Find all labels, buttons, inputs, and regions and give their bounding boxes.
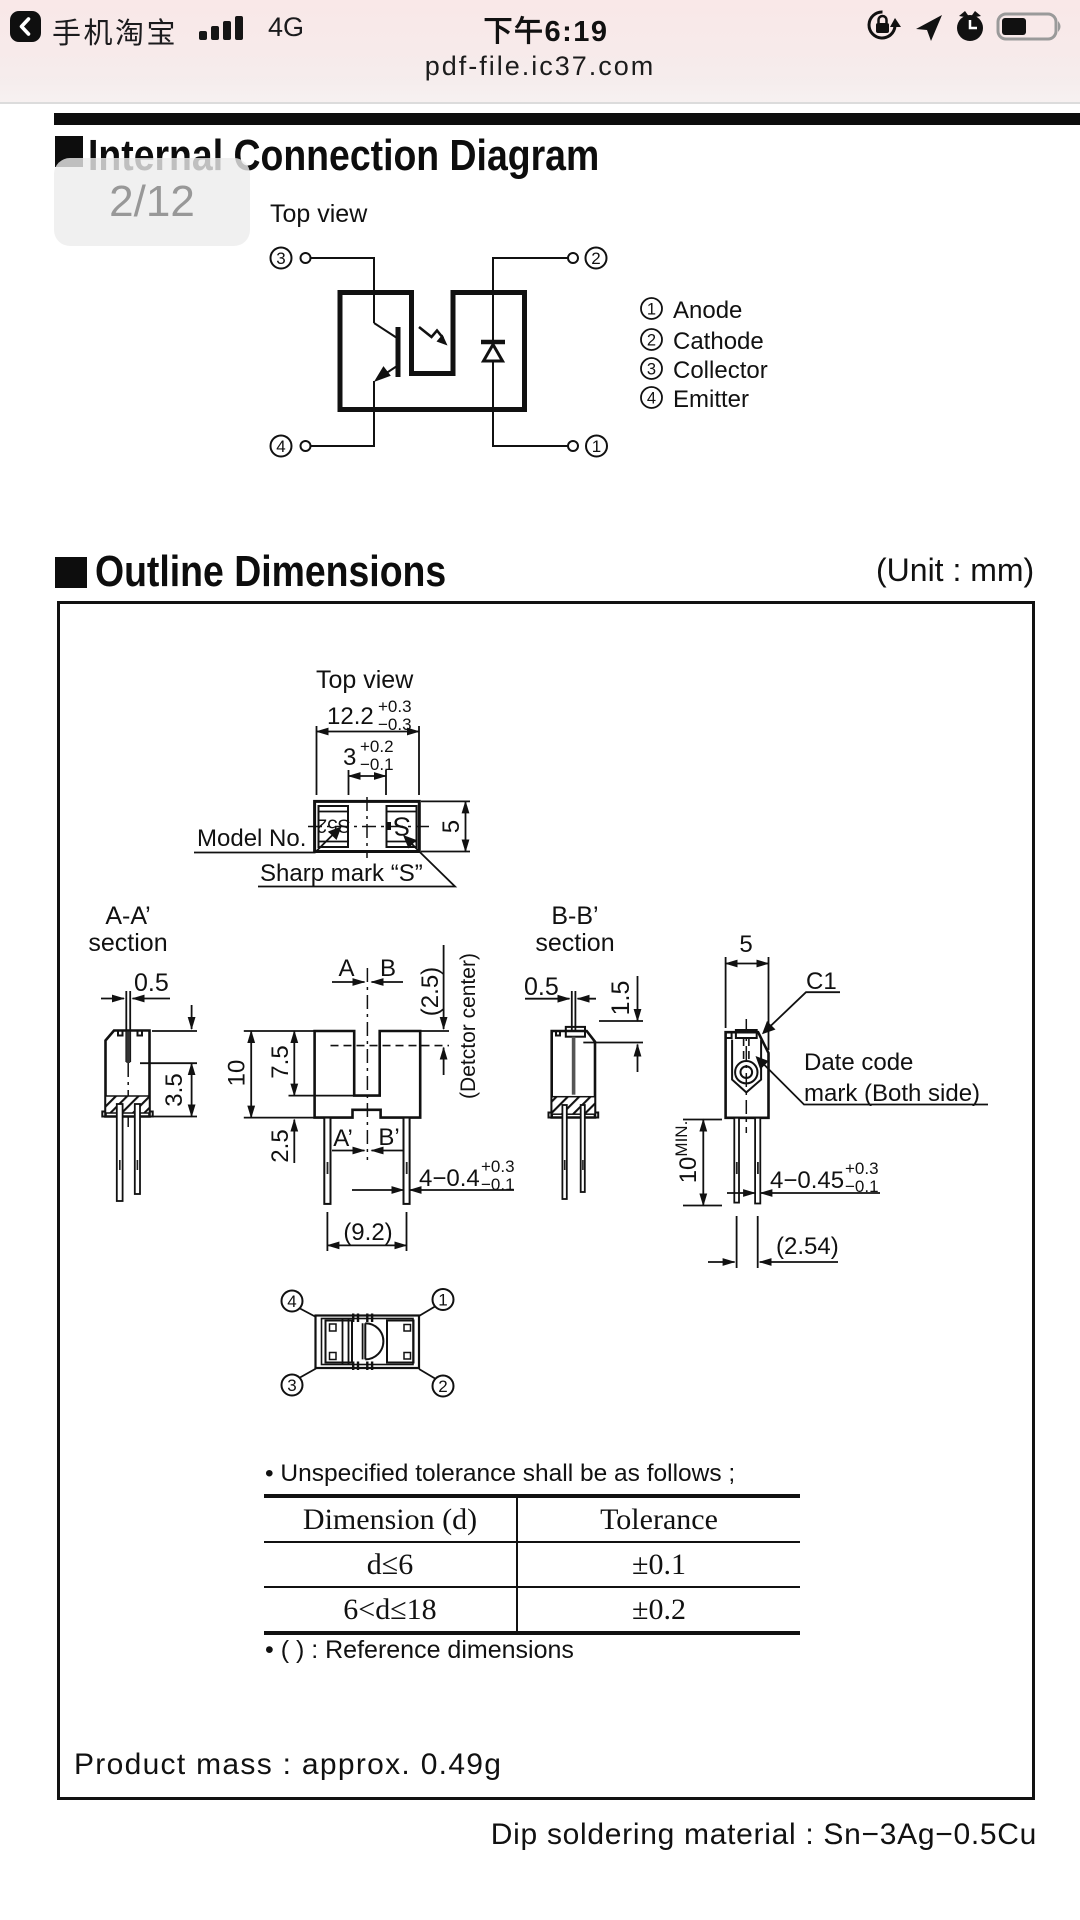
svg-text:3: 3: [276, 249, 285, 268]
svg-text:Collector: Collector: [673, 357, 768, 384]
svg-text:1.5: 1.5: [607, 981, 635, 1016]
svg-text:2: 2: [647, 332, 656, 350]
svg-text:12.2: 12.2: [327, 703, 374, 730]
svg-text:−0.1: −0.1: [845, 1177, 879, 1196]
svg-text:0.5: 0.5: [134, 969, 169, 997]
svg-text:(Detctor center): (Detctor center): [457, 953, 480, 1099]
svg-text:4: 4: [276, 437, 285, 456]
svg-text:3.5: 3.5: [161, 1073, 188, 1106]
svg-text:mark (Both side): mark (Both side): [804, 1080, 980, 1107]
svg-text:(9.2): (9.2): [343, 1219, 392, 1246]
svg-text:4: 4: [287, 1292, 296, 1311]
svg-text:10: 10: [224, 1060, 251, 1087]
svg-text:7.5: 7.5: [267, 1045, 294, 1078]
svg-text:A’: A’: [333, 1125, 353, 1152]
svg-text:3: 3: [287, 1376, 296, 1395]
svg-text:(2.5): (2.5): [417, 967, 444, 1016]
svg-text:1: 1: [647, 301, 656, 319]
svg-text:Top view: Top view: [316, 666, 414, 694]
svg-text:A: A: [338, 955, 354, 982]
svg-text:Emitter: Emitter: [673, 386, 749, 413]
svg-text:−0.1: −0.1: [360, 755, 394, 774]
svg-text:+0.3: +0.3: [481, 1157, 515, 1176]
svg-text:3: 3: [343, 744, 356, 771]
svg-text:4: 4: [647, 390, 656, 408]
svg-text:(2.54): (2.54): [776, 1233, 839, 1260]
svg-text:5: 5: [438, 820, 465, 833]
svg-text:2: 2: [438, 1377, 447, 1396]
svg-text:4−0.45: 4−0.45: [770, 1167, 844, 1194]
svg-text:1: 1: [438, 1291, 447, 1310]
svg-text:B-B’: B-B’: [551, 902, 598, 930]
svg-text:section: section: [535, 929, 614, 957]
svg-text:3: 3: [647, 361, 656, 379]
svg-text:Anode: Anode: [673, 297, 742, 324]
svg-text:5: 5: [739, 931, 752, 958]
svg-text:10MIN.: 10MIN.: [672, 1121, 702, 1184]
svg-text:S52: S52: [317, 815, 351, 836]
svg-text:+0.2: +0.2: [360, 737, 394, 756]
svg-text:A-A’: A-A’: [105, 902, 150, 930]
svg-text:2.5: 2.5: [267, 1129, 294, 1162]
svg-text:+0.3: +0.3: [378, 697, 412, 716]
svg-text:C1: C1: [806, 968, 837, 995]
svg-text:section: section: [88, 929, 167, 957]
svg-text:B’: B’: [378, 1124, 399, 1151]
svg-text:4−0.4: 4−0.4: [419, 1165, 480, 1192]
svg-text:0.5: 0.5: [524, 973, 559, 1001]
svg-text:Model No.: Model No.: [197, 825, 306, 852]
svg-text:Cathode: Cathode: [673, 328, 764, 355]
svg-text:1: 1: [592, 437, 601, 456]
svg-text:Date code: Date code: [804, 1049, 913, 1076]
svg-text:B: B: [380, 955, 396, 982]
svg-text:+0.3: +0.3: [845, 1159, 879, 1178]
svg-text:Sharp mark “S”: Sharp mark “S”: [260, 860, 423, 887]
svg-text:−0.1: −0.1: [481, 1175, 515, 1194]
svg-text:2: 2: [591, 249, 600, 268]
